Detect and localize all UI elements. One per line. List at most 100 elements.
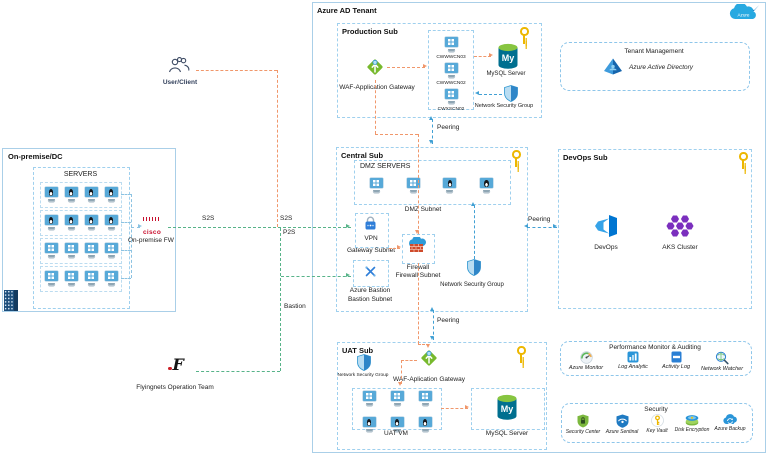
production-sub-title: Production Sub	[342, 27, 398, 36]
azure-backup-icon	[723, 414, 737, 425]
uat-vm-row	[355, 391, 439, 405]
linux-vm-icon	[362, 417, 376, 431]
server-row	[41, 183, 121, 201]
arrowhead	[423, 64, 427, 68]
firewall-icon	[407, 237, 428, 253]
windows-vm-icon	[444, 89, 458, 103]
windows-vm-icon	[362, 391, 376, 405]
azure-cloud-label: Azure	[737, 13, 749, 18]
mysql-icon-text: My	[501, 404, 514, 414]
link-waf-down	[375, 80, 376, 134]
onprem-title: On-premise/DC	[8, 152, 63, 161]
link-waf-to-vms	[387, 67, 425, 68]
link-waf-elbow	[375, 134, 418, 135]
azure-backup-item: Azure Backup	[711, 414, 749, 432]
activity-log-icon	[671, 351, 682, 363]
azure-active-directory-icon	[603, 58, 623, 75]
linux-vm-icon	[44, 187, 58, 201]
cisco-bars	[143, 217, 162, 221]
windows-vm-icon	[444, 37, 458, 51]
key-icon	[511, 150, 521, 167]
user-client-icon	[167, 56, 191, 74]
linux-vm-icon	[44, 215, 58, 229]
arrowhead	[475, 91, 479, 95]
waf-gateway-label: WAF-Application Gateway	[339, 84, 415, 91]
linux-vm-icon	[104, 215, 118, 229]
aks-cluster-icon	[666, 214, 694, 238]
link-peering-prod-central	[432, 119, 433, 144]
arrowhead	[397, 245, 401, 249]
cisco-firewall-icon: cisco	[143, 217, 162, 239]
azure-active-directory-label: Azure Active Directory	[629, 64, 694, 71]
building-icon	[4, 290, 18, 311]
link-row1	[121, 194, 131, 195]
uat-vm-row	[355, 417, 439, 431]
log-analytic-icon	[627, 351, 639, 363]
windows-vm-icon	[104, 271, 118, 285]
peering-label: Peering	[437, 124, 460, 131]
dmz-servers-box	[354, 160, 511, 205]
mysql-server-label: MySQL Server	[485, 430, 529, 437]
arrowhead	[429, 140, 433, 144]
waf-gateway-label: WAF-Aplication Gateway	[392, 376, 465, 383]
link-flyingnets	[196, 371, 280, 372]
uat-vm-box	[352, 388, 442, 431]
disk-encryption-label: Disk Encryption	[674, 427, 710, 433]
azure-backup-label: Azure Backup	[714, 426, 746, 432]
security-center-label: Security Center	[565, 429, 601, 435]
link-uatvm-to-mysql	[441, 408, 468, 409]
azure-bastion-icon	[364, 265, 377, 278]
vm-item: CWWWCN02	[436, 60, 466, 86]
windows-vm-icon	[444, 63, 458, 77]
link-uatwaf-elbow	[401, 360, 417, 361]
uat-sub-title: UAT Sub	[342, 346, 374, 355]
azure-devops-icon	[593, 214, 619, 238]
flyingnets-logo-letter: F	[172, 355, 184, 374]
security-title: Security	[644, 406, 668, 413]
network-watcher-label: Network Watcher	[700, 366, 744, 372]
server-row-box	[40, 266, 122, 292]
network-security-group-icon	[357, 354, 371, 371]
user-client-label: User/Client	[162, 79, 198, 86]
windows-vm-icon	[84, 243, 98, 257]
arrowhead	[471, 202, 475, 206]
link-row2	[121, 222, 131, 223]
waf-application-gateway-icon	[365, 57, 385, 77]
link-to-firewall	[418, 134, 419, 234]
link-vpn-to-firewall	[389, 248, 400, 249]
windows-vm-icon	[44, 243, 58, 257]
link-s2s	[168, 227, 351, 228]
network-watcher-icon	[715, 351, 729, 365]
link-user-p2s	[277, 70, 278, 227]
azure-sentinel-icon	[616, 414, 629, 428]
network-security-group-icon	[467, 259, 481, 276]
linux-vm-icon	[418, 417, 432, 431]
windows-vm-icon	[418, 391, 432, 405]
gateway-subnet-label: Gateway Subnet	[346, 247, 396, 254]
windows-vm-icon	[64, 271, 78, 285]
azure-bastion-label: Azure Bastion	[349, 287, 391, 294]
windows-vm-icon	[406, 178, 420, 192]
log-analytic-label: Log Analytic	[618, 364, 648, 370]
arrowhead	[346, 224, 350, 228]
s2s-left-label: S2S	[202, 215, 215, 222]
bastion-link-label: Bastion	[284, 303, 306, 310]
bastion-subnet-label: Bastion Subnet	[347, 296, 393, 303]
uat-vm-label: UAT VM	[384, 430, 408, 437]
uat-sub-box	[337, 342, 547, 450]
key-vault-label: Key Vault	[646, 428, 668, 434]
arrowhead	[415, 230, 419, 234]
devops-sub-title: DevOps Sub	[563, 153, 608, 162]
network-watcher-item: Network Watcher	[697, 351, 747, 372]
link-to-cisco	[131, 227, 140, 228]
vm-name-label: CWXSCN02	[437, 107, 465, 112]
peering-label: Peering	[528, 216, 551, 223]
tenant-management-title: Tenant Management	[624, 48, 684, 55]
onprem-fw-label: On-premise FW	[128, 237, 174, 244]
mysql-server-icon: My	[496, 394, 518, 421]
network-security-group-icon	[504, 85, 518, 102]
server-row	[41, 267, 121, 285]
arrowhead	[346, 273, 350, 277]
aks-cluster-label: AKS Cluster	[662, 244, 698, 251]
